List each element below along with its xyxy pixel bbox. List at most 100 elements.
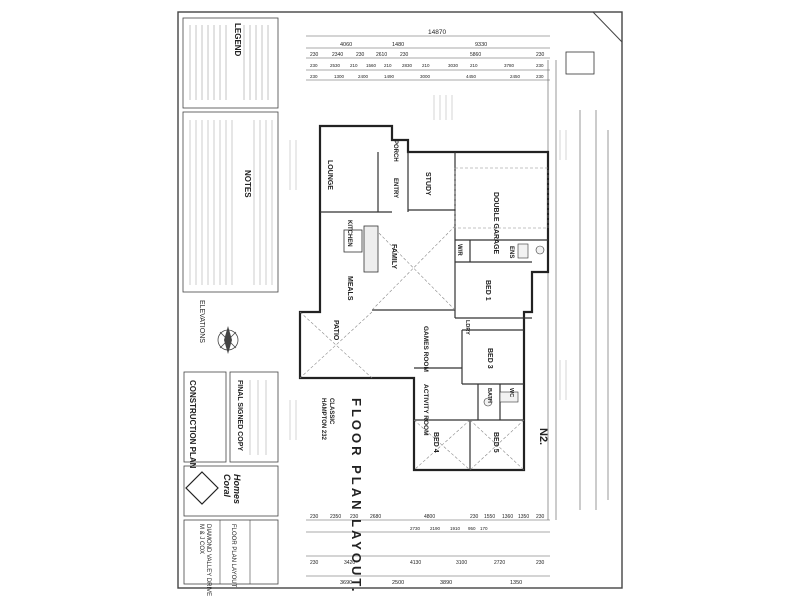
room-ldry: LDRY (464, 320, 470, 335)
svg-text:2350: 2350 (330, 514, 341, 520)
svg-text:3000: 3000 (420, 74, 431, 79)
ceiling-lines (299, 167, 549, 471)
svg-text:5860: 5860 (470, 52, 481, 58)
svg-text:230: 230 (310, 514, 319, 520)
svg-text:1350: 1350 (510, 580, 522, 586)
sheet-border (177, 11, 623, 589)
top-dimension-row-4: 230 1300 2400 1490 3000 4450 2450 230 (310, 74, 544, 79)
svg-text:2680: 2680 (370, 514, 381, 520)
drawing-name: FLOOR PLAN LAYOUT (230, 524, 236, 588)
coral-homes-logo-icon (185, 471, 219, 505)
svg-text:3780: 3780 (504, 63, 515, 68)
svg-text:FINAL SIGNED COPY: FINAL SIGNED COPY (236, 380, 243, 451)
room-bed3: BED 3 (486, 348, 493, 369)
room-activity: ACTIVITY ROOM (422, 384, 429, 436)
house-type: HAMPTON 232 CLASSIC (320, 398, 334, 441)
annotation-notes (289, 95, 567, 440)
svg-text:4800: 4800 (424, 514, 435, 520)
north-arrow-icon (217, 326, 239, 354)
svg-text:FLOOR PLAN LAYOUT.: FLOOR PLAN LAYOUT. (349, 398, 364, 595)
top-dimension-row-2: 230 2340 230 2610 230 5860 230 (310, 52, 545, 58)
bottom-dimension-row-4: 3690 2500 3890 1350 (340, 580, 522, 586)
svg-text:230: 230 (470, 514, 479, 520)
room-bed1: BED 1 (484, 280, 491, 301)
plan-title: FLOOR PLAN LAYOUT. (349, 398, 364, 595)
room-games: GAMES ROOM (422, 326, 429, 372)
overall-dimension: 14870 (428, 29, 446, 36)
svg-text:4130: 4130 (410, 560, 421, 566)
elevations-label: ELEVATIONS (198, 300, 205, 343)
svg-text:230: 230 (350, 514, 359, 520)
room-garage: DOUBLE GARAGE (492, 192, 499, 255)
top-dimension-row-3: 230 2530 210 1560 210 2830 210 3030 210 … (310, 63, 544, 68)
svg-text:230: 230 (310, 52, 319, 58)
svg-text:9330: 9330 (475, 42, 487, 48)
svg-text:2830: 2830 (402, 63, 413, 68)
bottom-dimension-row-2: 2730 2190 1910 950 170 (410, 526, 488, 531)
title-block: M & J COX DIAMOND VALLEY DRIVE FLOOR PLA… (183, 519, 279, 596)
svg-text:230: 230 (400, 52, 409, 58)
svg-text:3690: 3690 (340, 580, 352, 586)
svg-text:230: 230 (536, 560, 545, 566)
bottom-dimension-row-1: 230 2350 230 2680 4800 230 1550 1360 135… (310, 514, 545, 520)
svg-text:1350: 1350 (518, 514, 529, 520)
svg-text:3030: 3030 (448, 63, 459, 68)
room-porch: PORCH (392, 140, 398, 162)
room-bed4: BED 4 (432, 432, 439, 453)
svg-text:230: 230 (536, 52, 545, 58)
revision-box (565, 51, 595, 75)
svg-text:230: 230 (536, 63, 544, 68)
room-family: FAMILY (390, 244, 397, 269)
svg-text:210: 210 (422, 63, 430, 68)
room-wir: W/R (456, 244, 462, 256)
svg-text:2730: 2730 (410, 526, 421, 531)
room-bath: BATH (486, 388, 492, 403)
svg-text:4450: 4450 (466, 74, 477, 79)
svg-text:2530: 2530 (330, 63, 341, 68)
bottom-dimension-lines (306, 519, 550, 577)
final-signed-copy-stamp: FINAL SIGNED COPY (229, 371, 279, 463)
svg-text:2190: 2190 (430, 526, 441, 531)
svg-text:2610: 2610 (376, 52, 387, 58)
room-study: STUDY (424, 172, 431, 196)
svg-text:1560: 1560 (366, 63, 377, 68)
svg-text:Homes: Homes (232, 474, 242, 504)
kitchen-bench (343, 225, 379, 273)
svg-text:2400: 2400 (358, 74, 369, 79)
svg-text:2450: 2450 (510, 74, 521, 79)
room-patio: PATIO (332, 320, 339, 341)
notes-title: NOTES (243, 170, 252, 198)
top-dimensions (547, 60, 609, 520)
svg-text:230: 230 (310, 560, 319, 566)
svg-text:4060: 4060 (340, 42, 352, 48)
svg-text:CLASSIC: CLASSIC (328, 398, 334, 425)
legend-block: LEGEND (182, 17, 279, 109)
svg-text:230: 230 (310, 74, 318, 79)
construction-plan-stamp: CONSTRUCTION PLAN (183, 371, 227, 469)
svg-text:1910: 1910 (450, 526, 461, 531)
svg-text:HAMPTON 232: HAMPTON 232 (320, 398, 326, 441)
svg-text:3100: 3100 (456, 560, 467, 566)
svg-text:2720: 2720 (494, 560, 505, 566)
svg-text:CONSTRUCTION PLAN: CONSTRUCTION PLAN (188, 380, 197, 469)
svg-text:210: 210 (384, 63, 392, 68)
sheet-corner-line (592, 11, 623, 43)
svg-text:Coral: Coral (222, 474, 232, 498)
svg-text:2500: 2500 (392, 580, 404, 586)
svg-text:1300: 1300 (334, 74, 345, 79)
svg-text:230: 230 (310, 63, 318, 68)
room-kitchen: KITCHEN (346, 220, 352, 247)
svg-text:3890: 3890 (440, 580, 452, 586)
svg-text:1550: 1550 (484, 514, 495, 520)
room-labels: LOUNGE PORCH ENTRY STUDY DOUBLE GARAGE K… (326, 140, 514, 453)
room-meals: MEALS (346, 276, 353, 301)
svg-text:N2.: N2. (537, 428, 549, 445)
room-bed5: BED 5 (492, 432, 499, 453)
site-address: DIAMOND VALLEY DRIVE (205, 524, 211, 596)
ensuite-fixtures (483, 243, 545, 407)
client-name: M & J COX (198, 524, 204, 554)
svg-text:210: 210 (350, 63, 358, 68)
svg-text:3420: 3420 (344, 560, 355, 566)
